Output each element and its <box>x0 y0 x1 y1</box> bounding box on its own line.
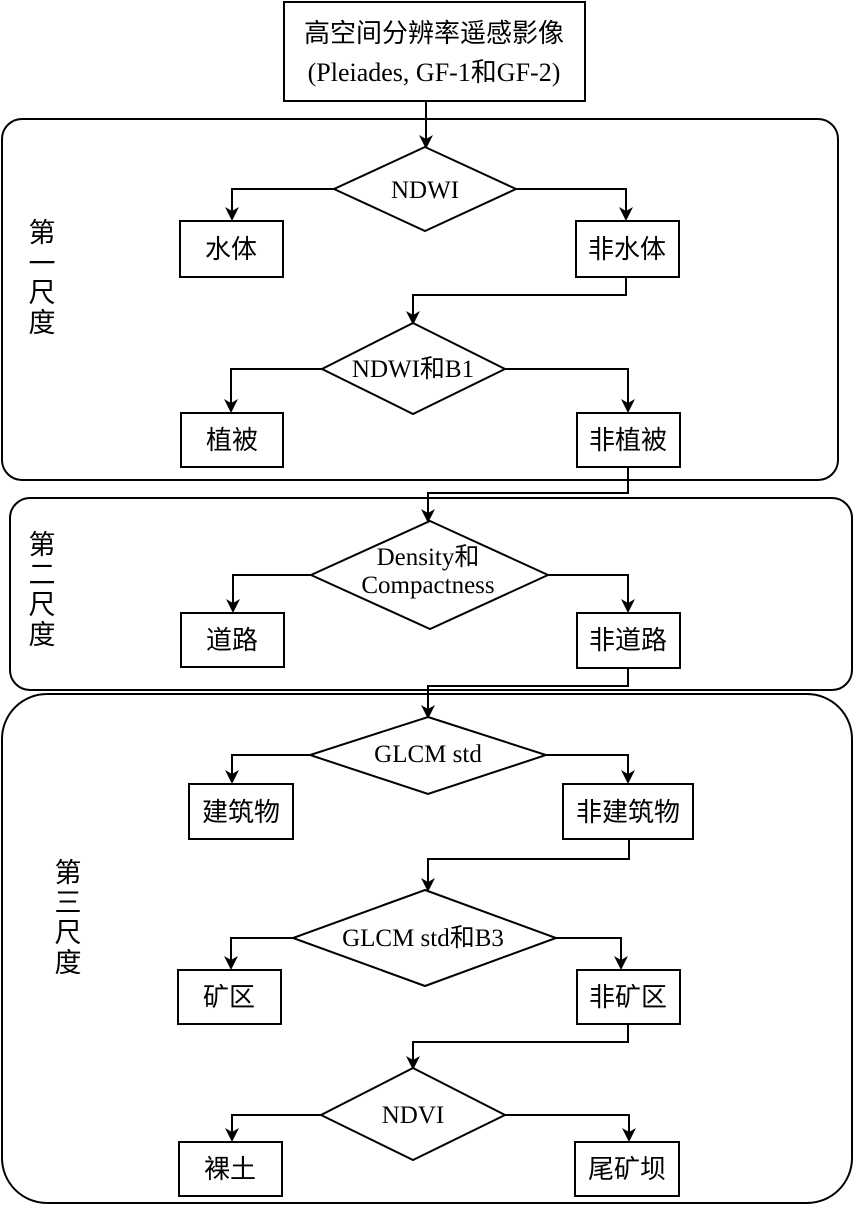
edge-nonroad-glcm <box>421 668 629 719</box>
source-node: 高空间分辨率遥感影像 (Pleiades, GF-1和GF-2) <box>283 1 586 102</box>
edge-glcmb3-mining <box>224 937 293 970</box>
scale-2-char: 尺 <box>29 590 56 620</box>
class-mining-area: 矿区 <box>177 969 282 1025</box>
decision-glcm-std-b3-shape <box>290 888 559 988</box>
scale-3-char: 第 <box>55 858 82 888</box>
class-road: 道路 <box>180 612 285 668</box>
source-subtitle: (Pleiades, GF-1和GF-2) <box>308 58 561 87</box>
decision-ndwi-b1: NDWI和B1 <box>319 321 508 416</box>
class-non-vegetation: 非植被 <box>576 412 681 468</box>
scale-1-char: 一 <box>29 249 56 279</box>
class-bare-soil: 裸土 <box>178 1141 283 1197</box>
scale-3-char: 度 <box>55 948 82 978</box>
decision-ndvi-label: NDVI <box>382 1102 445 1129</box>
decision-ndwi-shape <box>331 145 519 233</box>
decision-density-shape <box>308 519 551 631</box>
scale-1-frame <box>1 118 839 481</box>
decision-ndwi-b1-shape <box>319 321 508 416</box>
decision-glcm-std-b3-label: GLCM std和B3 <box>342 924 504 952</box>
class-non-water: 非水体 <box>575 220 680 278</box>
source-title: 高空间分辨率遥感影像 <box>304 19 564 48</box>
class-vegetation-label: 植被 <box>206 426 258 455</box>
edge-nonwater-ndwib1 <box>406 277 627 325</box>
scale-2-frame <box>9 497 853 691</box>
scale-1-char: 尺 <box>29 278 56 308</box>
edge-nonbuilding-glcmb3 <box>421 839 630 892</box>
edge-ndvi-baresoil <box>225 1114 321 1142</box>
edge-ndwi-nonwater <box>516 188 633 221</box>
decision-ndwi: NDWI <box>331 145 519 233</box>
class-water-label: 水体 <box>205 235 257 264</box>
class-non-mining-area: 非矿区 <box>576 969 681 1025</box>
decision-density-label-1: Density和 <box>377 543 480 571</box>
decision-ndwi-label: NDWI <box>391 177 459 204</box>
class-building: 建筑物 <box>188 783 294 840</box>
scale-2-label: 第 二 尺 度 <box>29 530 56 650</box>
decision-glcm-std-shape <box>306 715 550 796</box>
scale-1-label: 第 一 尺 度 <box>29 218 56 338</box>
edge-glcm-building <box>225 754 310 784</box>
scale-1-char: 第 <box>29 218 56 248</box>
decision-density: Density和 Compactness <box>308 519 551 631</box>
decision-ndvi: NDVI <box>318 1066 508 1162</box>
edge-ndwib1-veg <box>224 368 322 413</box>
class-bare-soil-label: 裸土 <box>204 1155 256 1184</box>
class-water: 水体 <box>179 220 284 278</box>
edge-ndvi-tailings <box>505 1114 636 1142</box>
decision-glcm-std-label: GLCM std <box>374 741 482 768</box>
class-non-road: 非道路 <box>576 612 681 669</box>
class-non-mining-area-label: 非矿区 <box>589 983 667 1012</box>
edge-ndwi-water <box>225 188 334 221</box>
class-non-water-label: 非水体 <box>588 235 666 264</box>
scale-2-char: 第 <box>29 530 56 560</box>
decision-density-label-2: Compactness <box>361 572 494 599</box>
edge-glcmb3-nonmining <box>556 937 628 970</box>
class-vegetation: 植被 <box>180 412 284 468</box>
scale-2-char: 二 <box>29 560 56 590</box>
edge-glcm-nonbuilding <box>546 754 635 784</box>
class-mining-area-label: 矿区 <box>203 983 255 1012</box>
decision-glcm-std: GLCM std <box>306 715 550 796</box>
scale-2-char: 度 <box>29 620 56 650</box>
edge-nonmining-ndvi <box>406 1024 629 1070</box>
class-tailings-dam-label: 尾矿坝 <box>588 1155 666 1184</box>
class-tailings-dam: 尾矿坝 <box>574 1141 680 1197</box>
class-non-vegetation-label: 非植被 <box>589 426 667 455</box>
edge-nonveg-density <box>421 467 629 523</box>
decision-ndwi-b1-label: NDWI和B1 <box>352 355 474 383</box>
decision-glcm-std-b3: GLCM std和B3 <box>290 888 559 988</box>
scale-1-char: 度 <box>29 308 56 338</box>
class-road-label: 道路 <box>206 626 258 655</box>
edge-density-road <box>226 574 311 613</box>
class-non-road-label: 非道路 <box>589 626 667 655</box>
connectors <box>224 102 636 1142</box>
source-box <box>283 1 586 102</box>
class-non-building-label: 非建筑物 <box>576 798 680 827</box>
scale-3-char: 尺 <box>55 918 82 948</box>
scale-3-char: 三 <box>55 888 82 918</box>
decision-ndvi-shape <box>318 1066 508 1162</box>
edge-ndwib1-nonveg <box>505 368 635 413</box>
class-building-label: 建筑物 <box>202 798 280 827</box>
scale-3-label: 第 三 尺 度 <box>55 858 82 978</box>
class-non-building: 非建筑物 <box>562 783 694 840</box>
edge-density-nonroad <box>548 574 635 613</box>
